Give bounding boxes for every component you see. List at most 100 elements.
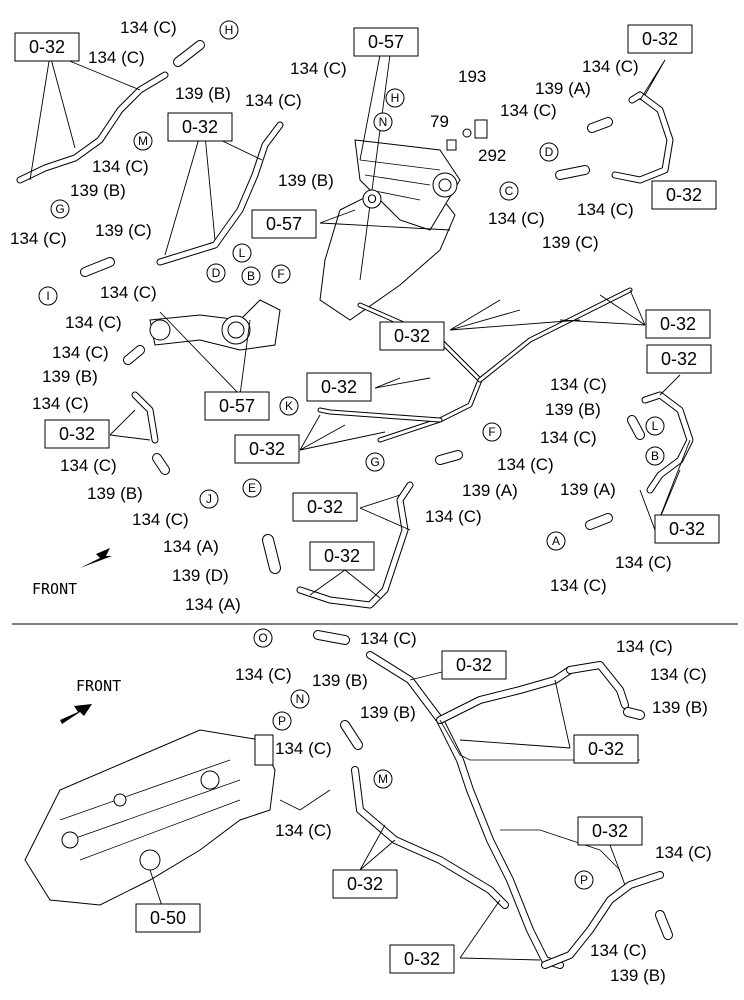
svg-text:D: D (212, 266, 221, 280)
label-139a: 139 (A) (462, 481, 518, 500)
marker-d: D (539, 142, 559, 162)
svg-text:0-32: 0-32 (456, 655, 492, 675)
svg-text:A: A (552, 534, 560, 548)
svg-text:0-32: 0-32 (660, 314, 696, 334)
label-292: 292 (478, 146, 506, 165)
label-134c: 134 (C) (360, 629, 417, 648)
svg-text:0-32: 0-32 (321, 377, 357, 397)
marker-o: O (253, 628, 273, 648)
marker-i: I (38, 286, 58, 306)
marker-p: P (574, 870, 594, 890)
label-134c: 134 (C) (550, 375, 607, 394)
marker-p: P (272, 711, 292, 731)
label-134c: 134 (C) (65, 313, 122, 332)
label-134c: 134 (C) (616, 637, 673, 656)
label-139a: 139 (A) (560, 480, 616, 499)
svg-text:G: G (55, 202, 64, 216)
label-139b: 139 (B) (87, 484, 143, 503)
svg-text:D: D (545, 145, 554, 159)
marker-m: M (133, 131, 153, 151)
label-139b: 139 (B) (545, 400, 601, 419)
svg-text:0-32: 0-32 (404, 949, 440, 969)
marker-h: H (219, 20, 239, 40)
ref-box: 0-32 (44, 419, 110, 449)
label-134c: 134 (C) (245, 91, 302, 110)
label-134c: 134 (C) (60, 456, 117, 475)
label-134c: 134 (C) (100, 283, 157, 302)
marker-n: N (290, 689, 310, 709)
label-193: 193 (458, 67, 486, 86)
label-134c: 134 (C) (550, 576, 607, 595)
label-139a: 139 (A) (535, 79, 591, 98)
label-139c: 139 (C) (542, 233, 599, 252)
ref-box: 0-32 (573, 734, 639, 764)
ref-box: 0-32 (379, 321, 445, 351)
svg-text:K: K (285, 399, 293, 413)
svg-text:0-50: 0-50 (150, 908, 186, 928)
label-134c: 134 (C) (582, 57, 639, 76)
marker-l: L (232, 243, 252, 263)
ref-box: 0-32 (654, 514, 720, 544)
ref-box: 0-32 (309, 541, 375, 571)
svg-text:H: H (225, 23, 234, 37)
label-134c: 134 (C) (132, 510, 189, 529)
connector-markers: H M G L I D B F H N O D C K F G L B J E … (38, 20, 665, 890)
ref-box: 0-50 (135, 903, 201, 933)
label-139b: 139 (B) (610, 966, 666, 985)
svg-text:0-32: 0-32 (249, 439, 285, 459)
svg-text:N: N (296, 692, 305, 706)
label-134c: 134 (C) (650, 665, 707, 684)
label-134c: 134 (C) (235, 665, 292, 684)
svg-text:0-32: 0-32 (394, 326, 430, 346)
svg-text:0-32: 0-32 (29, 37, 65, 57)
svg-text:N: N (379, 115, 388, 129)
ref-box: 0-32 (627, 24, 693, 54)
svg-text:G: G (370, 455, 379, 469)
ref-box: 0-32 (645, 309, 711, 339)
svg-text:J: J (206, 492, 212, 506)
svg-text:L: L (652, 419, 659, 433)
svg-text:B: B (651, 449, 659, 463)
svg-text:C: C (505, 184, 514, 198)
svg-text:M: M (138, 134, 148, 148)
svg-text:L: L (239, 246, 246, 260)
label-139d: 139 (D) (172, 566, 229, 585)
svg-text:0-32: 0-32 (592, 821, 628, 841)
svg-text:0-32: 0-32 (669, 519, 705, 539)
svg-text:0-32: 0-32 (182, 117, 218, 137)
label-134a: 134 (A) (163, 537, 219, 556)
label-139b: 139 (B) (278, 171, 334, 190)
marker-c: C (499, 181, 519, 201)
svg-text:0-32: 0-32 (661, 349, 697, 369)
label-139b: 139 (B) (175, 84, 231, 103)
ref-box: 0-32 (651, 180, 717, 210)
reference-boxes: 0-32 0-32 0-57 0-57 0-32 0-32 0-32 0-32 … (14, 24, 720, 974)
marker-h: H (385, 88, 405, 108)
label-134c: 134 (C) (275, 739, 332, 758)
svg-text:0-32: 0-32 (307, 497, 343, 517)
svg-text:0-32: 0-32 (347, 874, 383, 894)
svg-text:O: O (258, 631, 267, 645)
svg-text:F: F (277, 267, 284, 281)
svg-text:P: P (580, 873, 588, 887)
label-134c: 134 (C) (88, 48, 145, 67)
marker-b: B (645, 446, 665, 466)
front-label: FRONT (32, 580, 77, 598)
marker-k: K (279, 396, 299, 416)
svg-text:F: F (488, 425, 495, 439)
ref-box: 0-32 (234, 434, 300, 464)
leader-lines (29, 54, 691, 961)
marker-g: G (365, 452, 385, 472)
label-134c: 134 (C) (500, 101, 557, 120)
ref-box: 0-57 (204, 391, 270, 421)
label-134c: 134 (C) (52, 343, 109, 362)
label-134c: 134 (C) (590, 941, 647, 960)
label-139b: 139 (B) (360, 703, 416, 722)
label-134c: 134 (C) (577, 200, 634, 219)
svg-text:0-57: 0-57 (266, 214, 302, 234)
marker-g: G (50, 199, 70, 219)
svg-text:M: M (378, 772, 388, 786)
ref-box: 0-32 (292, 492, 358, 522)
label-134c: 134 (C) (10, 229, 67, 248)
svg-text:0-32: 0-32 (588, 739, 624, 759)
